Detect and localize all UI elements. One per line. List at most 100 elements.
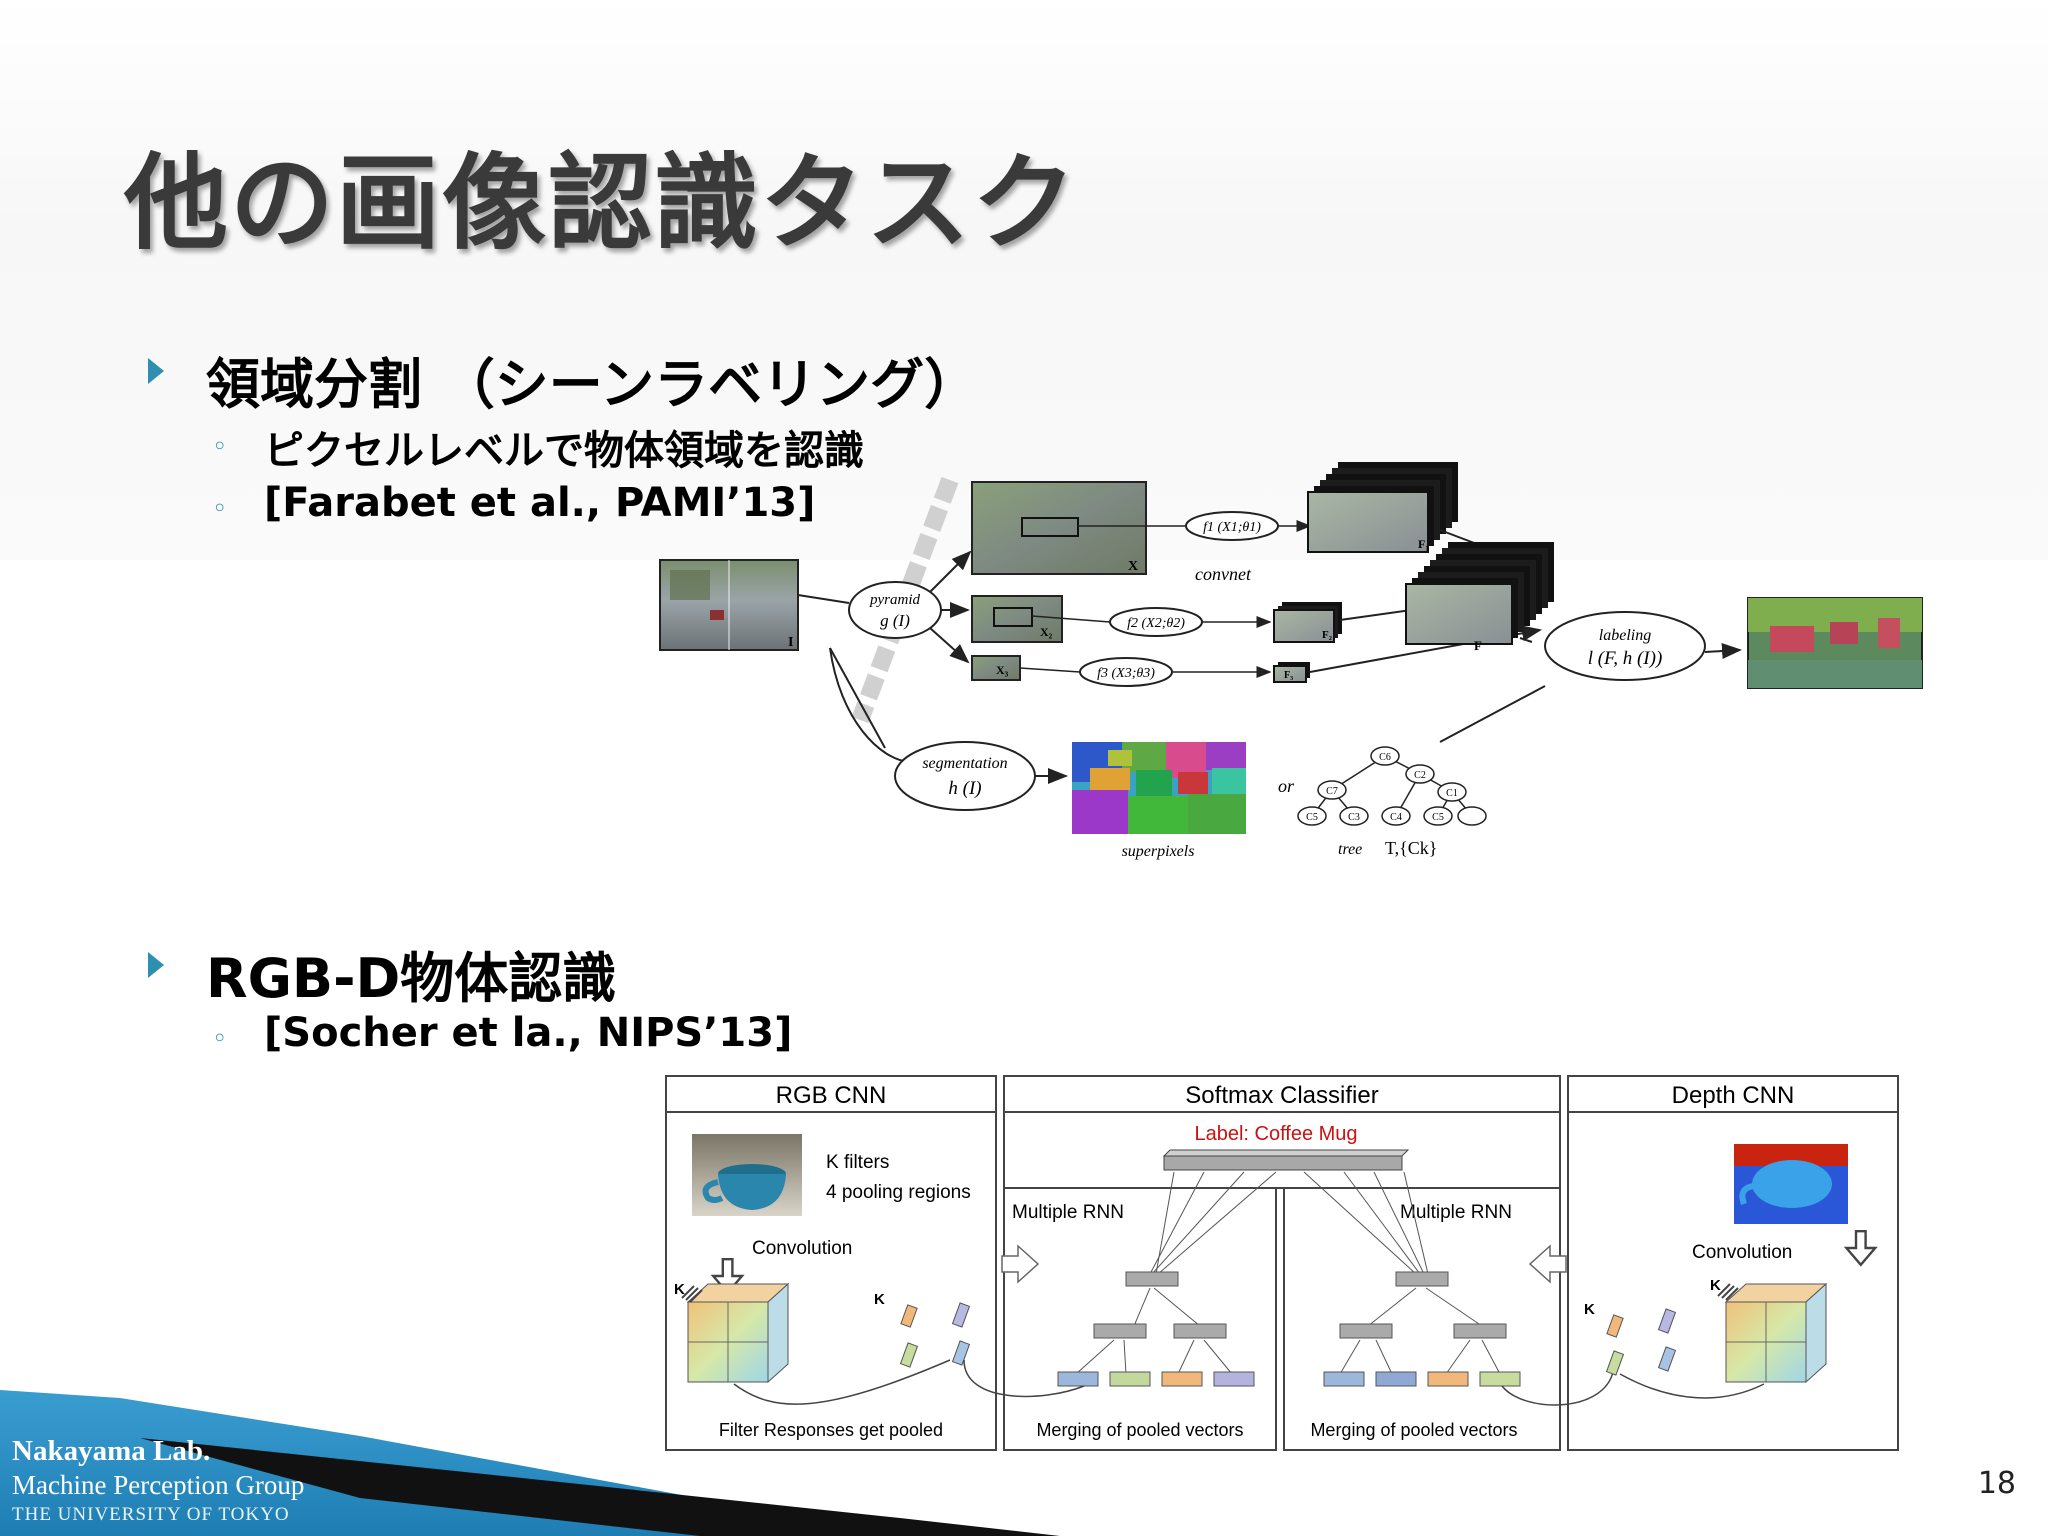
left-arrow-icon [1528, 1244, 1567, 1284]
segmentation-tree [1297, 746, 1487, 826]
f1-label: f1 (X1;θ1) [1203, 520, 1261, 535]
edge-tree-labeling [1439, 685, 1546, 743]
sub-bullet-farabet: ◦ [Farabet et al., PAMI’13] [212, 480, 816, 526]
group-name: Machine Perception Group [12, 1470, 304, 1500]
depth-mug-image [1734, 1144, 1848, 1224]
university-name: THE UNIVERSITY OF TOKYO [12, 1504, 290, 1525]
pooled-vector-purple [1657, 1308, 1677, 1334]
scale3-image [971, 655, 1021, 681]
footer-blue-band [0, 1390, 1020, 1536]
segmentation-node [894, 741, 1036, 811]
convnet-label: convnet [1195, 564, 1252, 584]
multiple-rnn-left-label: Multiple RNN [1012, 1202, 1124, 1223]
pooled-vector-green [899, 1342, 919, 1368]
bullet-rgbd: RGB-D物体認識 [148, 934, 616, 1013]
scale1-image [971, 481, 1147, 575]
labeling-func: l (F, h (I)) [1588, 648, 1663, 669]
title-background [0, 0, 2048, 560]
k-filters-label: K filters [826, 1152, 889, 1173]
circle-bullet-icon: ◦ [212, 432, 228, 462]
rgbd-figure: RGB CNN Softmax Classifier Depth CNN Lab… [665, 1075, 1899, 1451]
tree-node: C2 [1414, 770, 1426, 781]
rnn-tree-right [1303, 1171, 1521, 1387]
convolution-arrow-icon [1843, 1230, 1878, 1267]
labeling-node [1544, 611, 1706, 681]
rgb-mug-image [692, 1134, 802, 1216]
edge-pyramid-x3 [929, 627, 970, 664]
label-F2: F₂ [1322, 629, 1333, 641]
pyramid-label: pyramid [869, 592, 920, 608]
scale1-window [1021, 517, 1079, 537]
bullet-scene-labeling: 領域分割 （シーンラベリング） [148, 340, 978, 419]
edge-input-seg-curve [829, 647, 911, 763]
pooled-vector-orange [900, 1304, 918, 1328]
tree-set-label: T,{Ck} [1385, 838, 1437, 858]
sub-bullet-text: ピクセルレベルで物体領域を認識 [264, 428, 864, 474]
label-X: X [1128, 559, 1138, 574]
circle-bullet-icon: ◦ [212, 1024, 228, 1054]
softmax-title: Softmax Classifier [1185, 1082, 1378, 1109]
edge-input-pyramid [797, 594, 850, 604]
tree-node: C3 [1348, 812, 1360, 823]
depth-response-cube [1724, 1282, 1828, 1384]
bullet-triangle-icon [148, 952, 164, 978]
segmentation-func: h (I) [948, 778, 981, 799]
scene-labeling-figure: I pyramid g (I) X X₂ X₃ f1 (X1;θ1) convn… [659, 462, 1923, 860]
labeling-label: labeling [1599, 627, 1651, 644]
slide-title: 他の画像認識タスク [124, 142, 1079, 264]
input-image-tree [670, 570, 710, 600]
pooled-vector-blue [1657, 1346, 1677, 1372]
edge-pyramid-x1 [929, 550, 972, 593]
feature-stack-F2 [1273, 602, 1342, 643]
sub-bullet-text: [Farabet et al., PAMI’13] [264, 480, 816, 526]
merging-right-label: Merging of pooled vectors [1310, 1420, 1517, 1440]
feature-stack-F1 [1307, 462, 1458, 553]
tree-node: C5 [1306, 812, 1318, 823]
superpixels-image [1072, 742, 1246, 834]
edge-input-segmentation [829, 647, 886, 749]
k-filter-icon [681, 1285, 703, 1303]
rnn-tree-left [1057, 1171, 1277, 1387]
rgb-cnn-title: RGB CNN [776, 1082, 887, 1109]
merge-curve-right [1501, 1365, 1615, 1406]
filter-responses-label: Filter Responses get pooled [719, 1420, 943, 1440]
sub-bullet-text: [Socher et la., NIPS’13] [264, 1010, 793, 1056]
pooling-regions-label: 4 pooling regions [826, 1182, 971, 1203]
tree-node: C7 [1326, 786, 1338, 797]
label-X2: X₂ [1040, 625, 1053, 639]
pooled-vector-purple [951, 1302, 971, 1328]
output-image [1747, 597, 1923, 689]
multiple-rnn-right-label: Multiple RNN [1400, 1202, 1512, 1223]
edge-x2-f2 [1031, 615, 1111, 623]
pyramid-func: g (I) [880, 611, 910, 630]
pooled-vector-blue [951, 1340, 971, 1366]
tree-node: C4 [1390, 812, 1402, 823]
edge-labeling-output [1704, 643, 1742, 660]
sub-bullet-pixel-level: ◦ ピクセルレベルで物体領域を認識 [212, 418, 864, 476]
scale2-image [971, 595, 1063, 643]
softmax-vector [1162, 1149, 1410, 1171]
footer-logo: Nakayama Lab. Machine Perception Group T… [0, 1390, 1060, 1536]
lab-name: Nakayama Lab. [12, 1435, 210, 1467]
label-I: I [788, 635, 793, 650]
segmentation-label: segmentation [922, 755, 1007, 772]
tree-label: tree [1338, 841, 1362, 858]
k-filter-icon [1717, 1283, 1739, 1301]
label-F3: F₃ [1284, 670, 1293, 681]
superpixels-label: superpixels [1122, 843, 1195, 860]
scale2-window [993, 607, 1033, 627]
merge-curve-left [963, 1359, 1085, 1398]
convolution-right-label: Convolution [1692, 1242, 1792, 1263]
depth-cnn-panel [1567, 1075, 1899, 1451]
convolution-left-label: Convolution [752, 1238, 852, 1259]
feature-stack-F3 [1273, 662, 1310, 683]
edge-x3-f3 [1019, 667, 1081, 673]
input-image-person [710, 610, 724, 620]
label-F1: F₁ [1418, 537, 1429, 551]
f2-label: f2 (X2;θ2) [1127, 616, 1185, 631]
merging-left-label: Merging of pooled vectors [1036, 1420, 1243, 1440]
pool-curve-depth [1619, 1373, 1765, 1399]
label-coffee-mug: Label: Coffee Mug [1194, 1123, 1357, 1145]
tree-node: C5 [1432, 812, 1444, 823]
